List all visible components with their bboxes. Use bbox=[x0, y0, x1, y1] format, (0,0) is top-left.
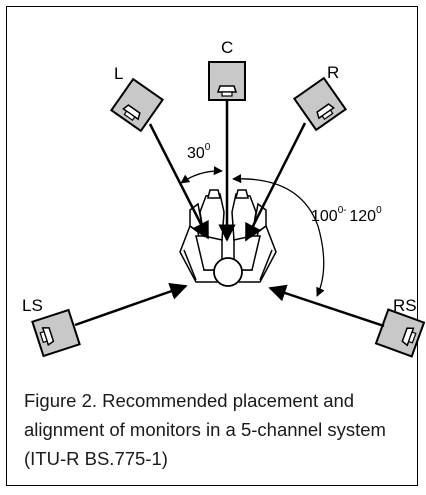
speaker-label-l: L bbox=[114, 64, 123, 83]
speaker-label-r: R bbox=[327, 63, 339, 82]
right-surround-direction-line bbox=[268, 284, 385, 328]
speaker-label-c: C bbox=[221, 38, 233, 57]
right-surround-speaker bbox=[374, 308, 426, 358]
left-speaker bbox=[109, 77, 165, 133]
speaker-label-ls: LS bbox=[22, 296, 43, 315]
speaker-label-rs: RS bbox=[393, 296, 417, 315]
center-speaker bbox=[208, 61, 246, 101]
front-angle-arc bbox=[180, 166, 223, 184]
surround-angle-arc bbox=[232, 174, 325, 297]
front-angle-label: 300 bbox=[187, 142, 211, 162]
left-surround-speaker bbox=[31, 308, 81, 358]
right-speaker bbox=[292, 76, 348, 132]
listener-head bbox=[213, 257, 243, 287]
left-direction-line bbox=[148, 123, 210, 240]
right-direction-line bbox=[244, 122, 307, 242]
surround-angle-label: 1000- 1200 bbox=[311, 205, 382, 225]
figure-caption: Figure 2. Recommended placement and alig… bbox=[24, 390, 386, 469]
left-surround-direction-line bbox=[74, 282, 188, 327]
